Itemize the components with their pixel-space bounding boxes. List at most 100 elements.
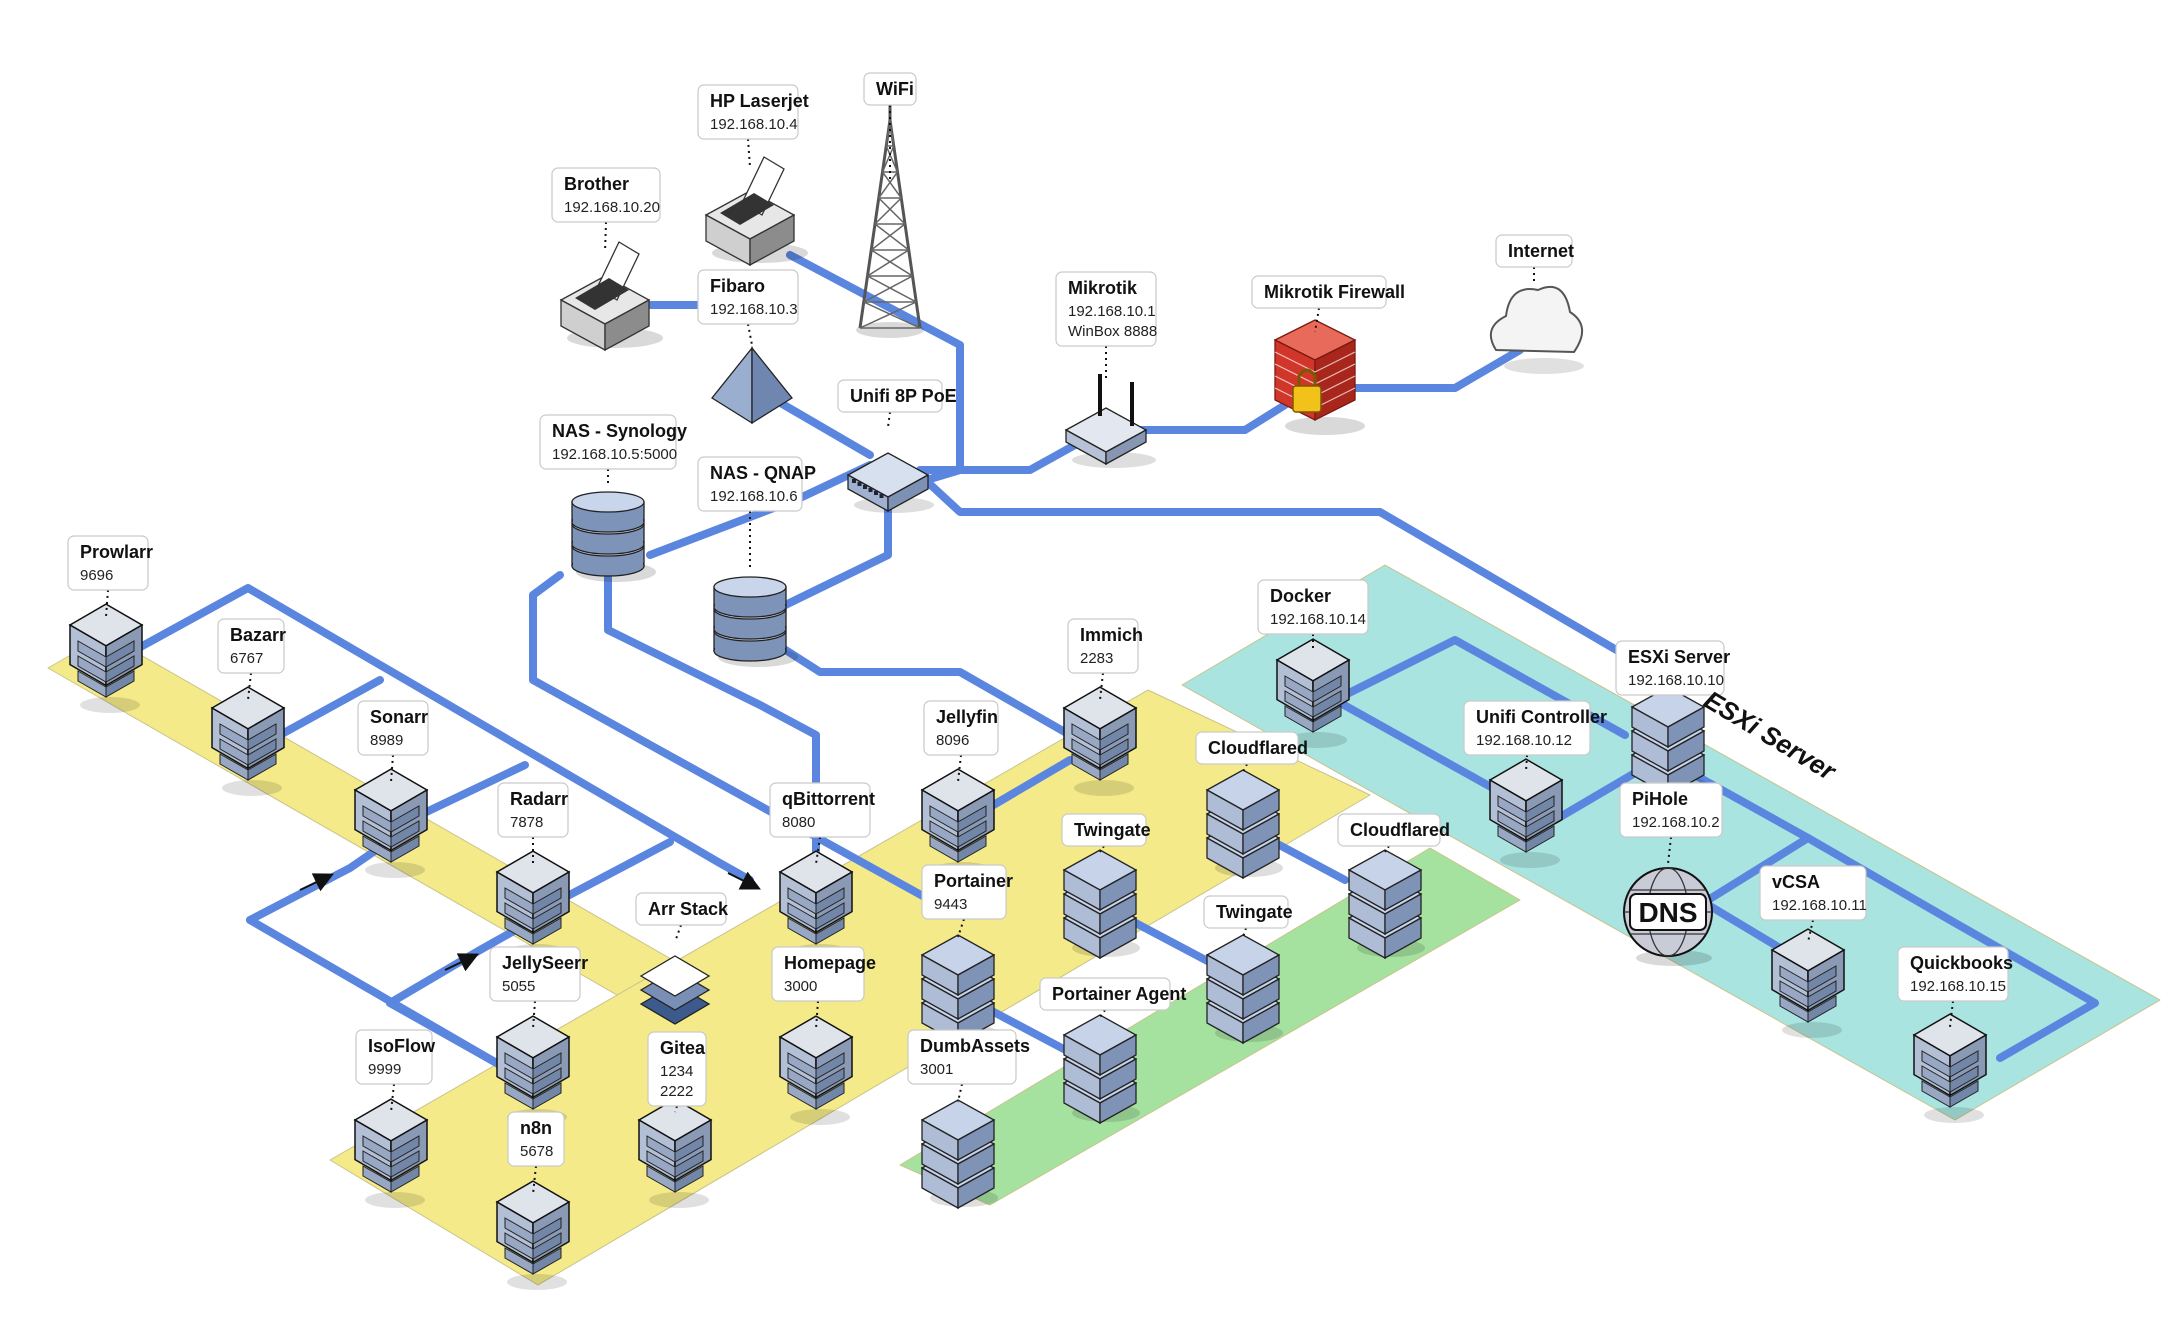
label-card bbox=[697, 456, 803, 512]
container-icon[interactable] bbox=[495, 850, 571, 960]
server-icon[interactable] bbox=[1205, 934, 1283, 1045]
label-connector bbox=[1099, 672, 1104, 701]
link-switch-esxi bbox=[916, 471, 1629, 659]
label-card bbox=[1495, 234, 1573, 268]
container-icon[interactable] bbox=[210, 686, 286, 796]
node-name: NAS - QNAP bbox=[710, 463, 816, 483]
label-connector bbox=[957, 1083, 963, 1103]
label-connector bbox=[390, 754, 394, 783]
container-icon[interactable] bbox=[1770, 928, 1846, 1038]
node-detail: 192.168.10.11 bbox=[1772, 897, 1867, 914]
node-name: Arr Stack bbox=[648, 899, 729, 919]
label-card bbox=[1463, 700, 1591, 756]
server-icon[interactable] bbox=[1062, 849, 1140, 960]
label-card bbox=[1337, 813, 1441, 847]
node-label-nas-qnap: NAS - QNAP 192.168.10.6 bbox=[697, 456, 816, 512]
database-icon[interactable] bbox=[571, 491, 656, 582]
node-detail: 3000 bbox=[784, 978, 817, 995]
label-connector bbox=[747, 323, 753, 346]
label-card bbox=[67, 535, 149, 591]
flow-arrow-jellyseerr bbox=[444, 953, 480, 972]
stack-icon[interactable] bbox=[639, 955, 711, 1025]
label-card bbox=[497, 782, 569, 838]
label-card bbox=[551, 167, 661, 223]
node-label-internet: Internet bbox=[1495, 234, 1574, 268]
node-name: Radarr bbox=[510, 789, 568, 809]
link-switch-qnap bbox=[771, 491, 892, 614]
container-icon[interactable] bbox=[1488, 758, 1564, 868]
label-card bbox=[1619, 782, 1723, 838]
node-detail: 192.168.10.14 bbox=[1270, 611, 1366, 628]
node-name: Jellyfin bbox=[936, 707, 998, 727]
node-name: Immich bbox=[1080, 625, 1143, 645]
node-detail: 192.168.10.6 bbox=[710, 488, 798, 505]
label-connector bbox=[1949, 1000, 1954, 1028]
node-label-unifi-8p-poe: Unifi 8P PoE bbox=[837, 379, 957, 413]
server-icon[interactable] bbox=[1062, 1014, 1140, 1125]
database-icon[interactable] bbox=[713, 576, 798, 667]
container-icon[interactable] bbox=[353, 768, 429, 878]
node-detail: WinBox 8888 bbox=[1068, 323, 1157, 340]
server-icon[interactable] bbox=[920, 1099, 998, 1210]
node-detail: 192.168.10.10 bbox=[1628, 672, 1724, 689]
node-label-arr-stack: Arr Stack bbox=[635, 892, 729, 926]
router-icon[interactable] bbox=[1064, 374, 1156, 468]
label-card bbox=[697, 84, 799, 140]
link-twingate-twingate bbox=[1126, 916, 1219, 969]
node-name: Sonarr bbox=[370, 707, 428, 727]
node-name: DumbAssets bbox=[920, 1036, 1030, 1056]
switch-icon[interactable] bbox=[846, 452, 934, 513]
node-name: Unifi Controller bbox=[1476, 707, 1607, 727]
label-card bbox=[697, 269, 799, 325]
node-name: Quickbooks bbox=[1910, 953, 2013, 973]
flow-arrow-sonarr bbox=[299, 873, 335, 892]
node-label-wifi: WiFi bbox=[863, 72, 917, 106]
node-detail: 9999 bbox=[368, 1061, 401, 1078]
node-name: HP Laserjet bbox=[710, 91, 809, 111]
dns-globe-icon[interactable]: DNS bbox=[1623, 867, 1713, 966]
link-arr-chain bbox=[131, 584, 754, 884]
container-icon[interactable] bbox=[1275, 638, 1351, 748]
container-icon[interactable] bbox=[353, 1098, 429, 1208]
label-card bbox=[647, 1031, 707, 1107]
server-icon[interactable] bbox=[920, 934, 998, 1045]
node-detail: 2222 bbox=[660, 1083, 693, 1100]
link-arr-sonarr bbox=[416, 761, 529, 819]
printer-icon[interactable] bbox=[704, 156, 808, 267]
pyramid-icon[interactable] bbox=[711, 346, 793, 425]
label-card bbox=[907, 1029, 1017, 1085]
container-icon[interactable] bbox=[495, 1180, 571, 1290]
cloud-icon[interactable] bbox=[1489, 285, 1584, 374]
label-connector bbox=[1099, 1009, 1106, 1018]
node-name: Brother bbox=[564, 174, 629, 194]
server-icon[interactable] bbox=[1347, 849, 1425, 960]
label-connector bbox=[1314, 307, 1320, 333]
label-card bbox=[1067, 618, 1139, 674]
node-detail: 9443 bbox=[934, 896, 967, 913]
container-icon[interactable] bbox=[1912, 1013, 1988, 1123]
container-icon[interactable] bbox=[1062, 686, 1138, 796]
server-icon[interactable] bbox=[1205, 769, 1283, 880]
node-detail: 192.168.10.12 bbox=[1476, 732, 1572, 749]
node-label-twingate-1: Twingate bbox=[1061, 813, 1151, 847]
node-name: Internet bbox=[1508, 241, 1574, 261]
label-card bbox=[539, 414, 677, 470]
container-icon[interactable] bbox=[495, 1015, 571, 1125]
container-icon[interactable] bbox=[778, 1015, 854, 1125]
server-icon[interactable] bbox=[1630, 686, 1708, 797]
link-mikrotik-firewall bbox=[1131, 401, 1289, 434]
label-connector bbox=[747, 138, 751, 168]
node-label-twingate-2: Twingate bbox=[1203, 895, 1293, 929]
printer-icon[interactable] bbox=[559, 241, 663, 352]
node-detail: 192.168.10.5:5000 bbox=[552, 446, 677, 463]
firewall-icon[interactable] bbox=[1273, 319, 1365, 435]
container-icon[interactable] bbox=[68, 603, 144, 713]
